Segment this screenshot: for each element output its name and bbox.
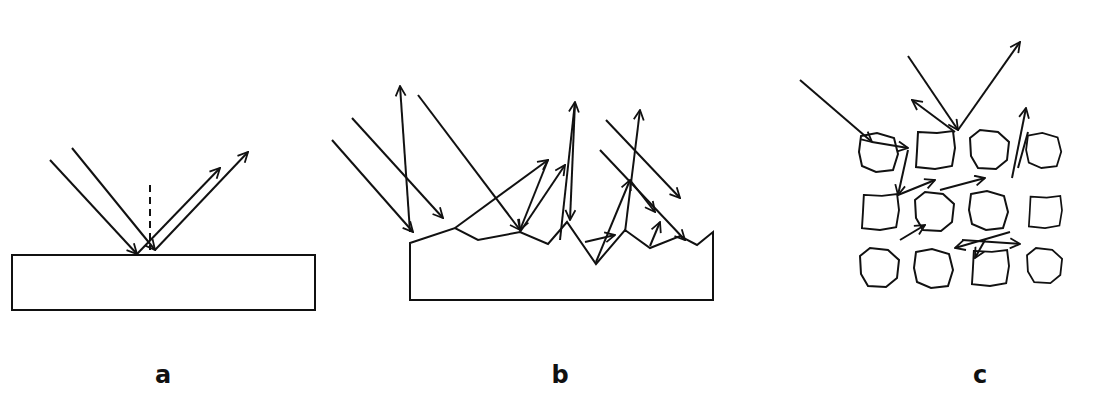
scattered-ray [650,222,660,246]
panel-label: c [973,362,987,388]
particle [914,249,953,288]
scattered-ray [872,142,908,148]
scattered-ray [962,240,1020,244]
scattered-ray [900,225,925,240]
particle-layer [859,130,1062,288]
scattered-ray [1018,132,1028,168]
scattered-ray [940,178,985,190]
scattered-ray [570,102,575,220]
particle [915,192,954,231]
reflected-ray [137,168,220,254]
scattered-ray [898,150,908,195]
particle [1029,196,1062,228]
particle [859,133,898,172]
incident-ray [600,150,685,240]
particle [860,248,899,287]
particle [862,194,899,230]
scattered-ray [520,165,565,232]
surface-block [12,255,315,310]
incident-ray [72,148,155,250]
incident-ray [352,118,443,218]
rough-surface [332,86,713,300]
particle [969,191,1008,230]
scattered-ray [898,180,935,195]
particle [1027,248,1062,283]
scattered-ray [560,102,575,240]
incident-ray [606,120,680,198]
particle [1026,133,1061,168]
panel-label: b [551,362,568,388]
reflected-ray [155,152,248,250]
incident-ray [800,80,872,142]
incident-ray [908,56,958,130]
scattered-ray [596,180,630,262]
reflected-ray [958,42,1020,130]
scattered-ray [585,235,615,242]
scattered-ray [912,100,955,132]
incident-ray [418,95,520,230]
particle [970,130,1009,169]
scattered-ray [975,240,985,258]
particle [916,131,955,169]
scattered-ray [625,110,640,232]
smooth-surface [12,148,315,310]
panel-label: a [155,362,171,388]
reflected-ray [400,86,410,232]
scattered-rays [800,42,1028,258]
incident-ray [332,140,413,232]
